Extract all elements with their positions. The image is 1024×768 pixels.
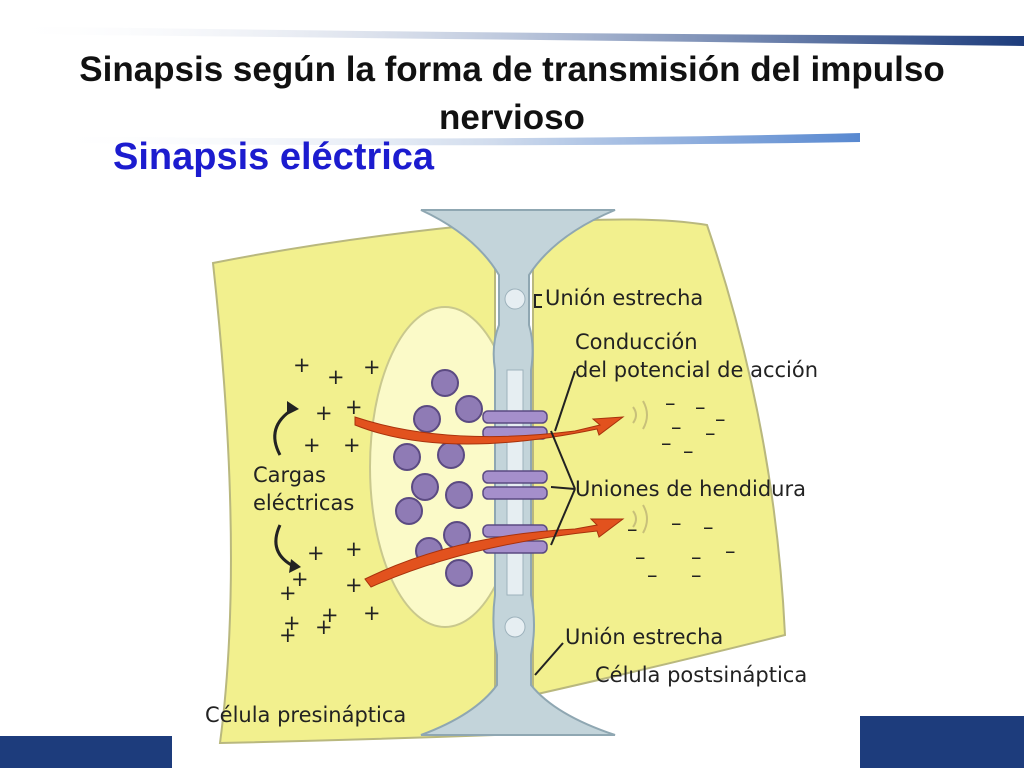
label-cargas-line1: Cargas — [253, 463, 326, 487]
conduction-arrows — [354, 416, 625, 588]
slide-title-line2: nervioso — [439, 98, 585, 137]
positive-charge: + — [307, 541, 325, 565]
vesicle — [445, 481, 473, 509]
label-leaders — [534, 294, 576, 676]
leader-uniones-hendidura-1 — [550, 430, 576, 490]
label-conduccion-line1: Conducción — [575, 330, 698, 354]
label-union-estrecha-bottom: Unión estrecha — [565, 625, 724, 649]
positive-charge: + — [327, 365, 345, 389]
vesicle — [455, 395, 483, 423]
negative-charge: – — [647, 563, 658, 587]
negative-charge: – — [703, 515, 714, 539]
negative-charge: – — [635, 545, 646, 569]
middle-swoosh — [40, 133, 860, 146]
negative-charge: – — [691, 563, 702, 587]
conduction-arrow — [354, 416, 625, 445]
label-conduccion-line2: del potencial de acción — [575, 358, 819, 382]
label-union-estrecha-top: Unión estrecha — [545, 286, 704, 310]
vesicle — [393, 443, 421, 471]
top-swoosh — [0, 26, 1024, 46]
label-uniones-hendidura: Uniones de hendidura — [575, 477, 806, 501]
corner-bar-left — [0, 736, 172, 768]
vesicle — [431, 369, 459, 397]
synapse-illustration — [211, 209, 787, 745]
vesicle — [437, 441, 465, 469]
positive-charge: + — [283, 611, 301, 635]
positive-charge: + — [343, 433, 361, 457]
vesicles — [393, 369, 483, 587]
postsynaptic-cell — [532, 218, 787, 697]
leader-union-estrecha-bottom — [534, 642, 564, 676]
positive-charge: + — [321, 603, 339, 627]
negative-charge: – — [695, 395, 706, 419]
electrical-synapse-diagram: + + + + + + + + + + + + + + + + + – – – … — [195, 195, 855, 745]
conduction-arrow — [364, 518, 625, 588]
gap-junction — [482, 410, 548, 424]
vesicle — [395, 497, 423, 525]
positive-charge: + — [279, 581, 297, 605]
slide-title: Sinapsis según la forma de transmisión d… — [0, 46, 1024, 142]
positive-charge: + — [345, 537, 363, 561]
negative-charge: – — [705, 421, 716, 445]
positive-charge: + — [293, 353, 311, 377]
label-cargas-line2: eléctricas — [253, 491, 355, 515]
positive-charge: + — [363, 601, 381, 625]
label-celula-presinaptica: Célula presináptica — [205, 703, 407, 727]
positive-charge: + — [363, 355, 381, 379]
gap-junction — [482, 470, 548, 484]
positive-charge: + — [315, 401, 333, 425]
negative-charge: – — [671, 511, 682, 535]
tight-junction-top — [504, 288, 526, 310]
vesicle — [445, 559, 473, 587]
negative-charge: – — [725, 539, 736, 563]
positive-charge: + — [303, 433, 321, 457]
signal-waves — [632, 400, 648, 534]
label-celula-postsinaptica: Célula postsináptica — [595, 663, 808, 687]
negative-charge: – — [691, 545, 702, 569]
positive-charge: + — [315, 615, 333, 639]
negative-charge: – — [715, 407, 726, 431]
slide-subtitle: Sinapsis eléctrica — [113, 136, 435, 178]
corner-bar-right — [860, 716, 1024, 768]
negative-charge: – — [671, 415, 682, 439]
leader-uniones-hendidura-2 — [550, 486, 576, 490]
positive-charge: + — [291, 567, 309, 591]
negative-charge: – — [683, 439, 694, 463]
vesicle — [411, 473, 439, 501]
gap-junction — [482, 486, 548, 500]
positive-charge: + — [345, 573, 363, 597]
tight-junction-bottom — [504, 616, 526, 638]
leader-conduccion — [554, 370, 576, 432]
leader-uniones-hendidura-3 — [550, 488, 576, 546]
negative-charge: – — [661, 431, 672, 455]
negative-charge: – — [665, 391, 676, 415]
positive-charge: + — [279, 623, 297, 647]
positive-charge: + — [345, 395, 363, 419]
slide-title-line1: Sinapsis según la forma de transmisión d… — [79, 50, 945, 89]
negative-charge: – — [627, 517, 638, 541]
vesicle — [413, 405, 441, 433]
leader-union-estrecha-top — [534, 294, 542, 308]
